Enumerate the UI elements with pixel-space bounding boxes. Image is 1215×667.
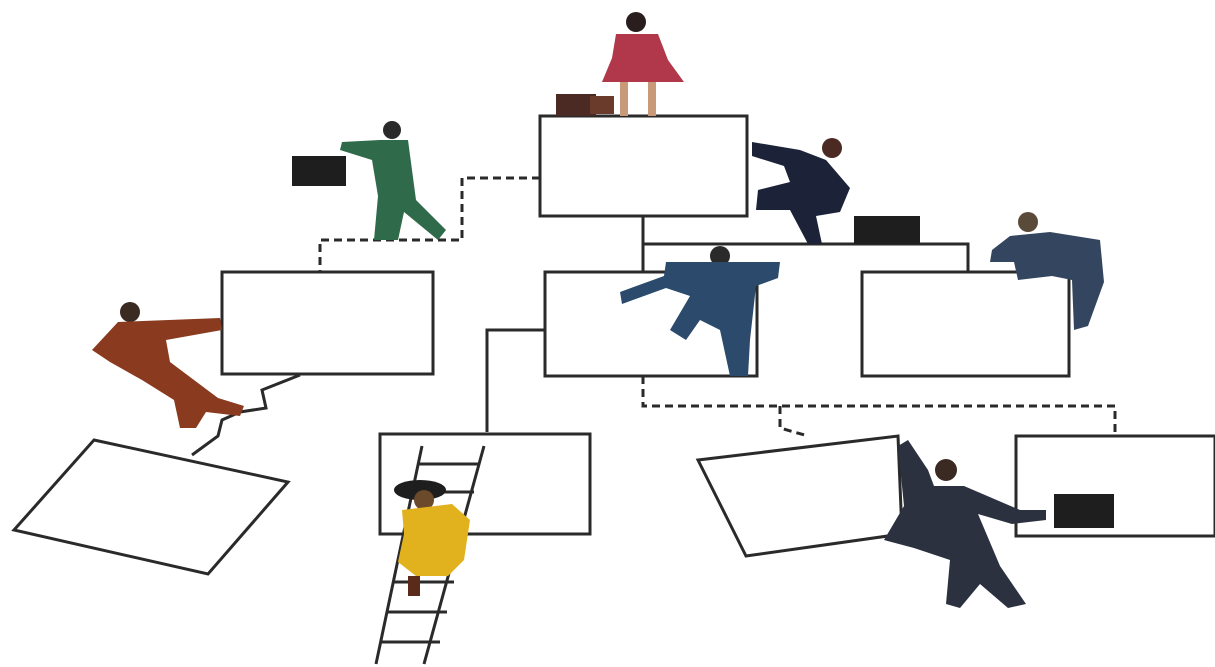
box-tilted-bottom-right <box>698 436 902 556</box>
box-middle-right <box>862 272 1069 376</box>
figure-woman-red-dress <box>556 12 684 116</box>
connector-middle-to-ladder-box <box>487 330 545 432</box>
box-top <box>540 116 747 216</box>
figure-man-green-suit <box>292 121 446 240</box>
box-lower-right <box>1016 436 1215 536</box>
dashed-connector-bottom-right <box>643 376 1115 436</box>
dashed-connector-to-tilted-box <box>780 406 808 436</box>
box-tilted-bottom-left <box>14 440 288 574</box>
figure-woman-navy-skirt <box>752 138 920 244</box>
box-middle-left <box>222 272 433 374</box>
zigzag-connector-left <box>192 375 300 455</box>
org-chart-boxes <box>14 116 1215 574</box>
